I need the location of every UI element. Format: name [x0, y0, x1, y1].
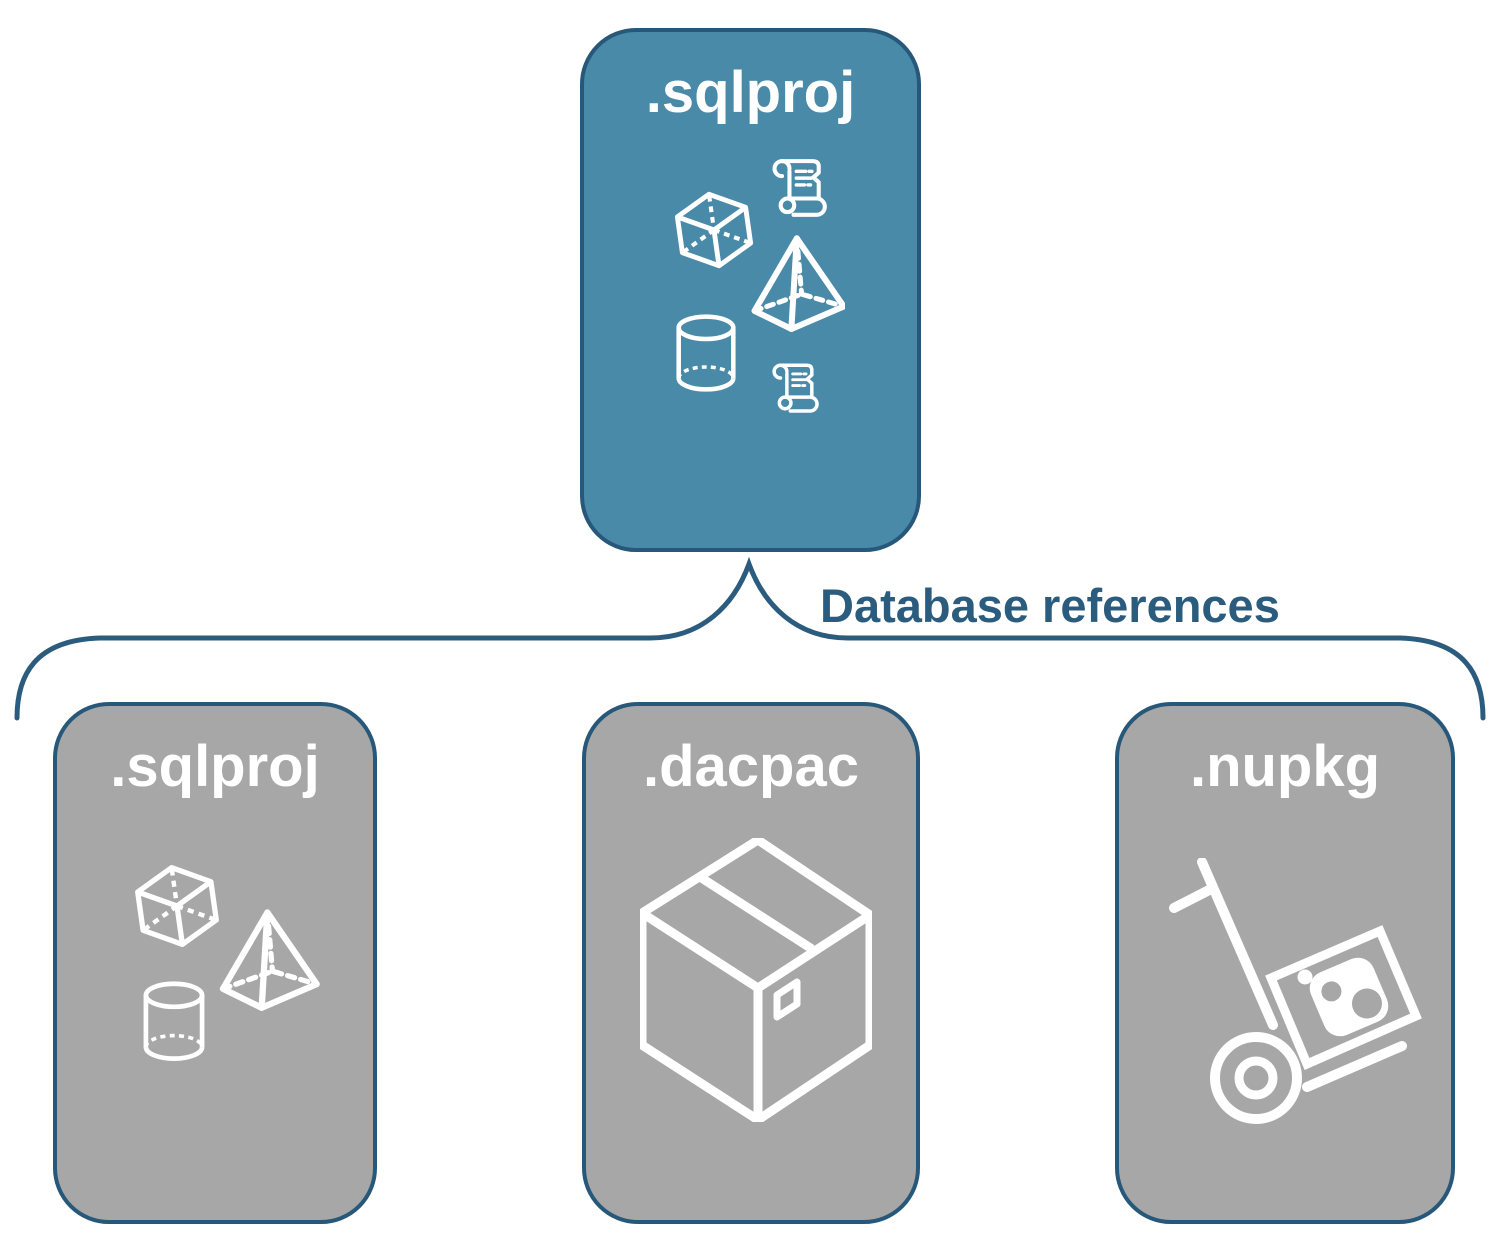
- brace-connector: [14, 556, 1486, 721]
- box-label: [773, 978, 801, 1021]
- cylinder-icon: [676, 314, 736, 392]
- sql-objects-icon: [135, 865, 320, 1061]
- card-title: .dacpac: [643, 734, 859, 799]
- child-card-sqlproj: .sqlproj: [53, 702, 377, 1224]
- nuget-dot: [1297, 969, 1313, 985]
- package-box-icon: [640, 838, 872, 1122]
- parent-card-sqlproj: .sqlproj: [580, 28, 921, 552]
- cube-icon: [135, 865, 219, 947]
- pyramid-icon: [219, 909, 320, 1011]
- pyramid-icon: [751, 235, 845, 332]
- scroll-icon: [772, 363, 819, 413]
- connector-label: Database references: [820, 579, 1280, 632]
- card-title: .nupkg: [1189, 734, 1381, 799]
- cylinder-icon: [143, 981, 205, 1061]
- scroll-icon: [772, 159, 827, 217]
- card-title: .sqlproj: [645, 60, 856, 125]
- sql-objects-icon: [674, 159, 845, 413]
- cube-icon: [674, 191, 754, 269]
- child-card-nupkg: .nupkg: [1115, 702, 1455, 1224]
- child-card-dacpac: .dacpac: [582, 702, 920, 1224]
- handtruck-toe-plate: [1302, 1041, 1407, 1092]
- package-outline: [1265, 925, 1422, 1070]
- handtruck-wheel: [1210, 1032, 1302, 1124]
- nuget-logo: [1309, 957, 1389, 1037]
- card-title: .sqlproj: [110, 734, 320, 799]
- handtruck-handle: [1169, 883, 1218, 913]
- nuget-hand-truck-icon: [1169, 858, 1422, 1124]
